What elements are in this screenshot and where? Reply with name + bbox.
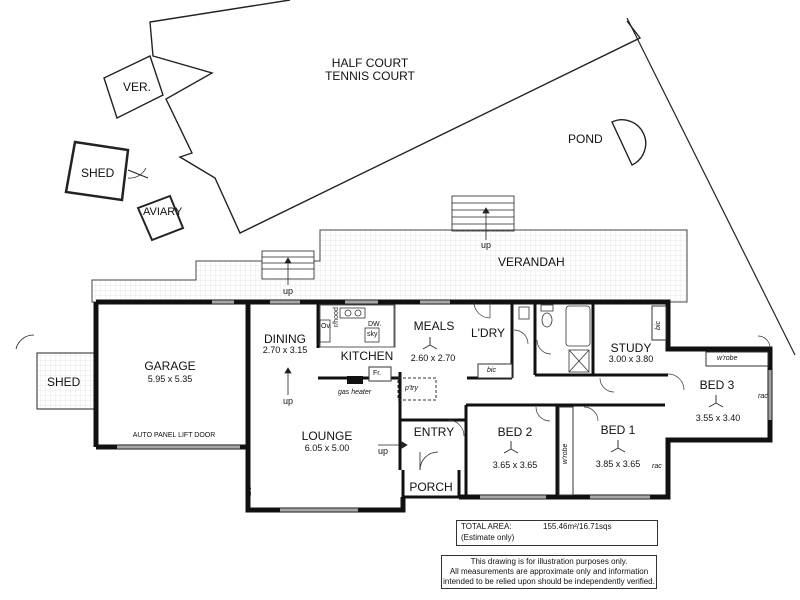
oven-label: Ov. (321, 323, 332, 330)
pantry-label: p'try (405, 385, 419, 392)
pond-outline (611, 119, 647, 166)
property-boundary (626, 17, 796, 356)
disclaimer-line2: All measurements are approximate only an… (449, 566, 649, 576)
disclaimer-box: This drawing is for illustration purpose… (441, 555, 657, 589)
disclaimer-line1: This drawing is for illustration purpose… (470, 557, 628, 566)
bathroom-fixtures (518, 304, 591, 373)
shed-left-outline (36, 352, 95, 410)
entry-name: ENTRY (413, 425, 455, 439)
wardrobe-bed3 (705, 351, 769, 367)
bed2-name: BED 2 (497, 425, 533, 439)
bic-box-laundry (477, 363, 513, 379)
door-swings (447, 301, 771, 437)
pond-label: POND (568, 132, 603, 146)
laundry-bic-label: bic (487, 367, 496, 374)
bed1-dims: 3.85 x 3.65 (595, 459, 641, 469)
garage-name: GARAGE (144, 359, 196, 373)
tennis-court-label-line2: TENNIS COURT (325, 69, 415, 83)
veranda-small-outline (103, 55, 164, 119)
dining-name: DINING (264, 332, 306, 346)
step-arrows (284, 207, 490, 449)
up-label-lounge: up (283, 396, 294, 406)
garage-dims: 5.95 x 5.35 (147, 374, 193, 384)
porch-walls (401, 470, 461, 499)
bed3-wardrobe-label: w'robe (717, 355, 738, 362)
up-label-tennis: up (481, 240, 492, 250)
total-area-note: (Estimate only) (461, 533, 515, 542)
bed1-rac-label: rac (652, 463, 662, 470)
tennis-court-outline (149, 0, 642, 234)
wardrobe-bed1-2 (558, 406, 574, 496)
kitchen-fixtures (319, 304, 396, 348)
windows (117, 300, 772, 512)
ceiling-fan-icons (422, 337, 724, 454)
gas-heater-label: gas heater (338, 389, 372, 396)
fridge-outline (368, 366, 392, 382)
study-dims: 3.00 x 3.80 (608, 354, 654, 364)
shed-top-outline (64, 140, 130, 202)
laundry-name: L'DRY (470, 326, 506, 340)
tennis-steps (451, 195, 515, 232)
shed-left-label: SHED (47, 375, 81, 389)
disclaimer-line3: intended to be relied upon should be ind… (443, 576, 655, 586)
verandah-deck (91, 229, 688, 303)
bed3-rac-label: rac (758, 393, 768, 400)
meals-name: MEALS (413, 319, 455, 333)
gas-heater-block (347, 376, 363, 384)
study-bic-label: bic (655, 321, 662, 330)
veranda-small-label: VER. (123, 80, 152, 94)
house-outer-walls (93, 299, 773, 513)
aviary-outline (136, 194, 185, 242)
verandah-label: VERANDAH (498, 255, 565, 269)
up-label-verandah: up (283, 286, 294, 296)
porch-name: PORCH (409, 480, 453, 494)
bed1-name: BED 1 (600, 423, 636, 437)
skylight-label: sky (367, 331, 378, 338)
meals-dims: 2.60 x 2.70 (410, 353, 456, 363)
dining-dims: 2.70 x 3.15 (262, 345, 308, 355)
rangehood-label: r/hood (333, 307, 340, 327)
bed2-dims: 3.65 x 3.65 (492, 460, 538, 470)
kitchen-name: KITCHEN (340, 349, 394, 363)
lounge-name: LOUNGE (301, 429, 353, 443)
study-name: STUDY (610, 341, 652, 355)
bed3-dims: 3.55 x 3.40 (695, 413, 741, 423)
lounge-dims: 6.05 x 5.00 (304, 443, 350, 453)
up-label-entry: up (378, 446, 389, 456)
bic-box-study (651, 305, 667, 341)
bed-wardrobe-label: w'robe (562, 443, 569, 464)
total-area-label: TOTAL AREA: (461, 522, 512, 531)
tennis-court-label-line1: HALF COURT (331, 56, 409, 70)
lounge-ac-label: a/c (246, 486, 253, 496)
total-area-value: 155.46m²/16.71sqs (543, 522, 612, 531)
aviary-label: AVIARY (143, 206, 183, 218)
dishwasher-label: DW. (368, 321, 382, 328)
fridge-label: Fr. (373, 370, 382, 377)
garage-door-label: AUTO PANEL LIFT DOOR (132, 432, 216, 439)
shed-top-label: SHED (81, 166, 115, 180)
bed3-name: BED 3 (699, 378, 735, 392)
total-area-box: TOTAL AREA: 155.46m²/16.71sqs (Estimate … (456, 520, 658, 546)
